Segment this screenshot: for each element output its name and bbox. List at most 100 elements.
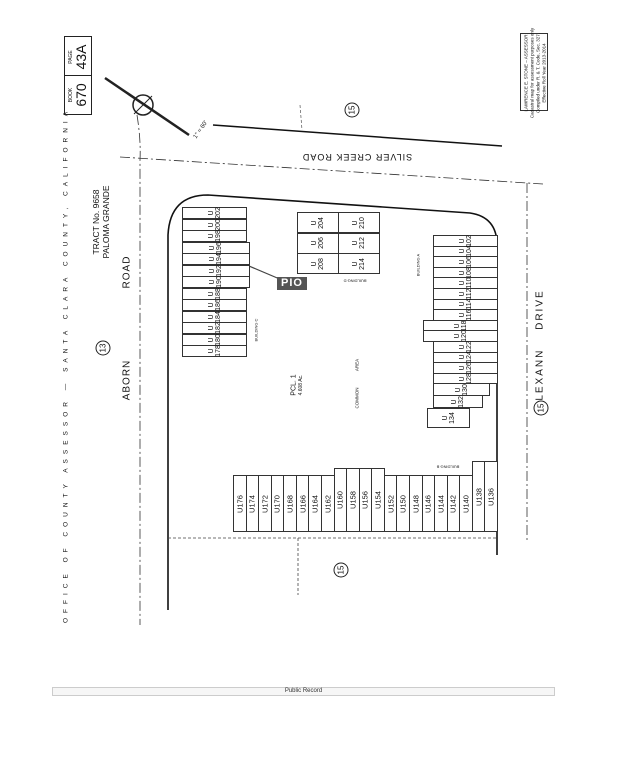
aborn-road-label: ABORN xyxy=(121,359,133,401)
unit-parcel: U152 xyxy=(383,475,398,532)
unit-label: U164 xyxy=(310,494,320,513)
unit-parcel: U140 xyxy=(459,475,473,532)
tract-name: PALOMA GRANDE xyxy=(101,185,111,259)
unit-parcel: U144 xyxy=(434,475,448,532)
unit-label: U172 xyxy=(260,494,270,513)
unit-label: U152 xyxy=(386,494,396,513)
north-arrow-icon xyxy=(104,76,190,137)
assessor-note-line: Cadastral map for assessment purposes on… xyxy=(529,27,535,119)
subject-property-marker: PIO xyxy=(277,277,307,290)
assessor-header: OFFICE OF COUNTY ASSESSOR — SANTA CLARA … xyxy=(62,106,70,624)
silver-creek-road-line xyxy=(212,124,503,147)
common-label: COMMON xyxy=(354,387,360,409)
unit-parcel: U138 xyxy=(471,461,486,532)
unit-label: U160 xyxy=(335,491,345,509)
unit-parcel: U160 xyxy=(333,468,348,532)
building-b-label: BUILDING B xyxy=(436,464,460,470)
unit-parcel: U158 xyxy=(346,468,360,532)
unit-label: U176 xyxy=(235,494,245,513)
unit-label: U174 xyxy=(247,494,257,513)
unit-label: U170 xyxy=(272,494,282,513)
parcel-boundary xyxy=(167,194,498,610)
unit-label: U144 xyxy=(436,494,446,513)
unit-label: U168 xyxy=(285,494,295,513)
parcel-area: 4.608 Ac. xyxy=(298,374,304,396)
unit-parcel: U150 xyxy=(396,475,410,532)
unit-label: U154 xyxy=(373,491,383,509)
unit-parcel: U162 xyxy=(321,475,335,532)
lexann-drive-label: LEXANN DRIVE xyxy=(534,289,546,401)
unit-label: U158 xyxy=(348,491,358,509)
unit-parcel: U172 xyxy=(258,475,272,532)
unit-label: U142 xyxy=(448,494,458,513)
unit-parcel: U164 xyxy=(308,475,322,532)
footer-public-record: Public Record xyxy=(52,687,555,696)
unit-parcel: U170 xyxy=(270,475,285,532)
aborn-road-centerline xyxy=(136,114,141,625)
silver-creek-centerline xyxy=(119,156,544,185)
map-number-15-east: 15 xyxy=(533,400,549,416)
unit-label: U162 xyxy=(323,494,333,513)
unit-label: U166 xyxy=(298,494,308,513)
assessor-note-line: LAWRENCE E. STONE – ASSESSOR xyxy=(523,34,529,112)
unit-parcel: U156 xyxy=(358,468,373,532)
tract-number: TRACT No. 9658 xyxy=(91,189,101,255)
aborn-road-label-road: ROAD xyxy=(121,255,133,289)
building-d-label: BUILDING D xyxy=(343,278,367,284)
unit-label: U150 xyxy=(398,494,408,513)
area-label: AREA xyxy=(354,358,360,372)
unit-label: U140 xyxy=(461,494,471,513)
unit-parcel: U154 xyxy=(371,468,385,532)
unit-parcel: U136 xyxy=(484,461,498,532)
unit-parcel: U146 xyxy=(421,475,436,532)
unit-label: U148 xyxy=(411,494,421,513)
assessor-note-line: Effective Roll Year 2013-2014 xyxy=(541,43,547,103)
page-number: 43A xyxy=(73,44,89,70)
unit-parcel: U166 xyxy=(295,475,310,532)
unit-parcel: U176 xyxy=(233,475,247,532)
unit-label: U156 xyxy=(360,491,370,509)
book-number: 670 xyxy=(73,83,89,107)
unit-parcel: U168 xyxy=(283,475,297,532)
assessor-note: LAWRENCE E. STONE – ASSESSOR Cadastral m… xyxy=(520,28,548,118)
building-c-label: BUILDING C xyxy=(253,318,259,342)
unit-label: U138 xyxy=(474,487,484,506)
